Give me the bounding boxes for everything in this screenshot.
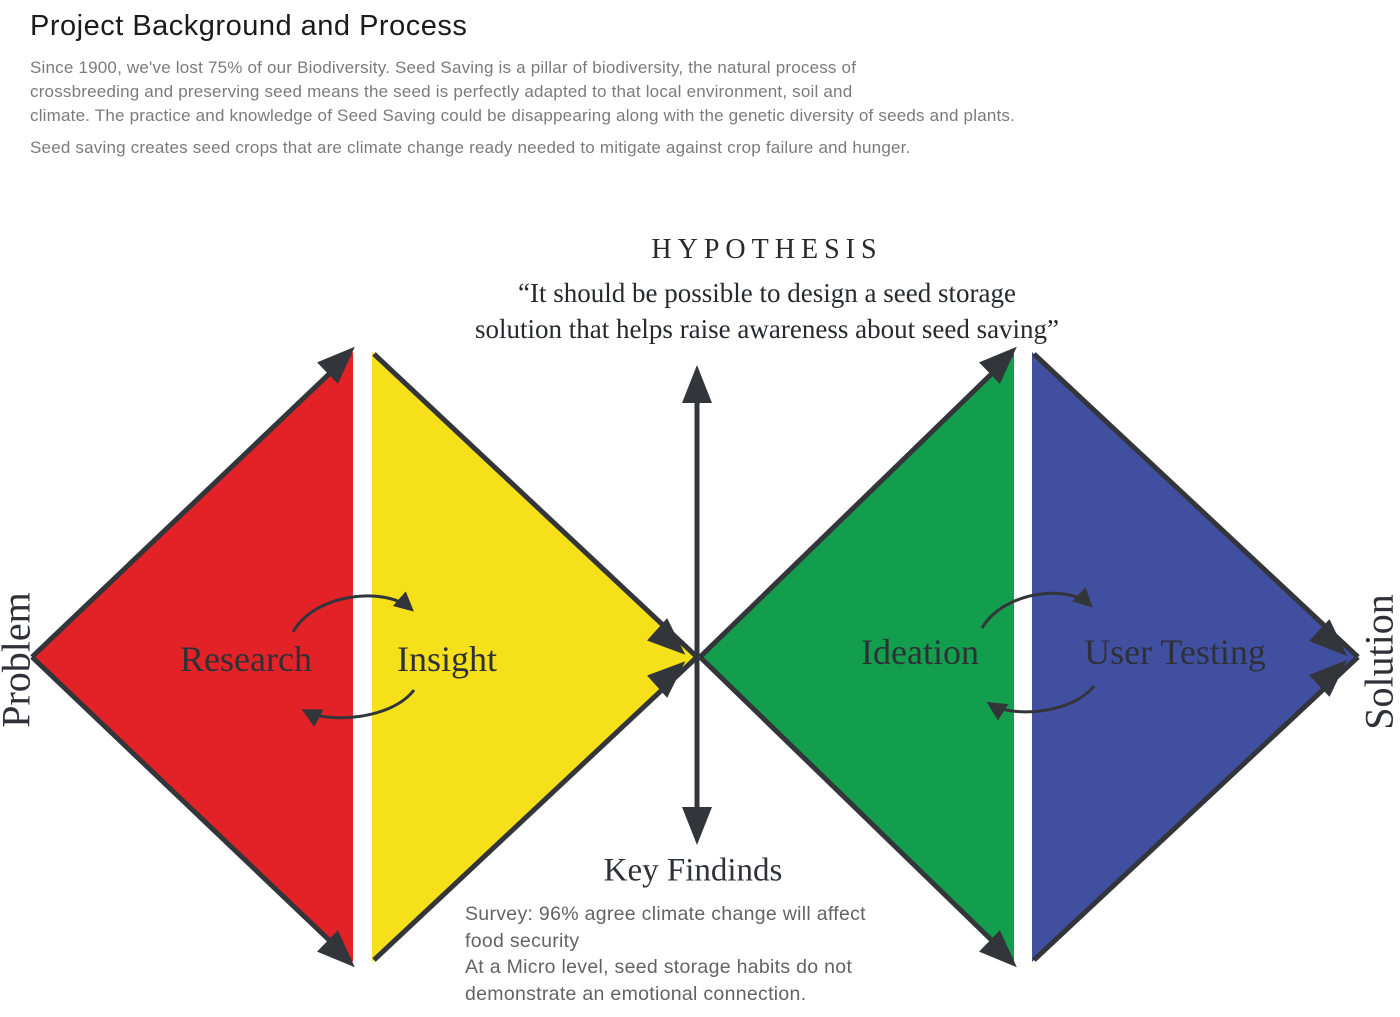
solution-axis-label: Solution bbox=[1356, 594, 1400, 730]
hypothesis-section: HYPOTHESIS “It should be possible to des… bbox=[167, 234, 1367, 347]
research-triangle bbox=[32, 352, 353, 962]
arrowhead-right-diamond-top-icon bbox=[979, 346, 1017, 384]
insight-triangle bbox=[372, 352, 697, 962]
arrowhead-right-diamond-tip-upper-icon bbox=[1309, 619, 1348, 657]
arrowhead-right-diamond-bottom-icon bbox=[979, 930, 1017, 968]
problem-axis-label: Problem bbox=[0, 592, 39, 728]
cycle-arrow-right-bottom-icon bbox=[986, 685, 1096, 721]
arrowhead-left-diamond-tip-upper-icon bbox=[647, 618, 686, 655]
hypothesis-quote: “It should be possible to design a seed … bbox=[474, 278, 1060, 344]
arrowhead-left-diamond-bottom-icon bbox=[317, 930, 355, 968]
arrowhead-axis-up-icon bbox=[682, 365, 712, 403]
cycle-arrow-left-bottom-icon bbox=[301, 689, 416, 727]
page-title: Project Background and Process bbox=[30, 10, 468, 42]
edge-left-diamond-top-left bbox=[30, 352, 352, 659]
edge-arrowheads bbox=[317, 346, 1348, 968]
stage-label-ideation: Ideation bbox=[861, 632, 979, 672]
key-findings-title: Key Findinds bbox=[603, 852, 783, 889]
edge-left-diamond-top-right bbox=[372, 352, 699, 659]
stage-label-user-testing: User Testing bbox=[1084, 632, 1266, 672]
edge-left-diamond-bottom-left bbox=[30, 655, 352, 962]
edge-left-diamond-bottom-right bbox=[372, 655, 699, 962]
arrowhead-left-diamond-top-icon bbox=[317, 346, 355, 384]
edge-right-diamond-bottom-right bbox=[1032, 655, 1360, 962]
arrowhead-axis-down-icon bbox=[682, 807, 712, 845]
edge-right-diamond-top-right bbox=[1032, 352, 1360, 659]
stage-label-insight: Insight bbox=[396, 639, 498, 679]
intro-paragraph-2: Seed saving creates seed crops that are … bbox=[30, 138, 911, 158]
arrowhead-left-diamond-tip-lower-icon bbox=[647, 661, 686, 698]
user-testing-triangle bbox=[1032, 352, 1358, 962]
intro-paragraph-1: Since 1900, we've lost 75% of our Biodiv… bbox=[30, 58, 1016, 126]
hypothesis-title: HYPOTHESIS bbox=[651, 234, 883, 265]
stage-label-research: Research bbox=[180, 639, 312, 679]
arrowhead-right-diamond-tip-lower-icon bbox=[1309, 659, 1348, 697]
cycle-arrow-left-top-icon bbox=[291, 591, 414, 633]
diamond-edges bbox=[30, 352, 1360, 962]
cycle-arrow-right-top-icon bbox=[980, 587, 1093, 629]
edge-right-diamond-top-left bbox=[698, 352, 1014, 659]
key-findings-body: Survey: 96% agree climate change will af… bbox=[465, 903, 866, 1005]
header: Project Background and Process Since 190… bbox=[30, 10, 1220, 161]
ideation-triangle bbox=[700, 352, 1014, 962]
edge-right-diamond-bottom-left bbox=[698, 655, 1014, 962]
cycle-arrows bbox=[291, 587, 1096, 727]
